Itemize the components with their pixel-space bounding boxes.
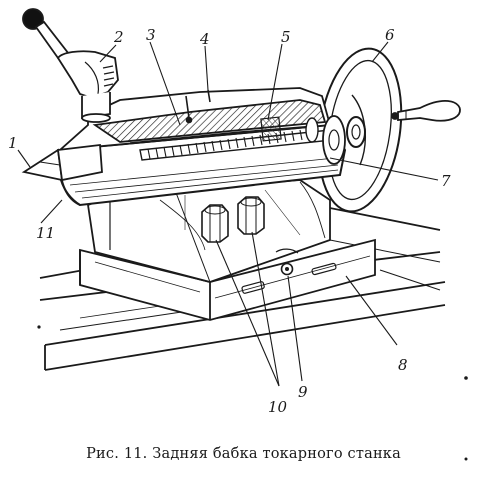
- lead-screw: [139, 116, 333, 161]
- part-labels: 1 2 3 4 5 6 7 8 9 10 11: [8, 26, 451, 416]
- label-3: 3: [146, 26, 156, 44]
- clamp-nuts: [201, 196, 265, 243]
- clamp-handle: [22, 8, 119, 123]
- end-cap: [322, 115, 346, 165]
- label-8: 8: [398, 356, 408, 374]
- handwheel: [317, 47, 403, 213]
- label-11: 11: [36, 224, 55, 242]
- label-6: 6: [385, 26, 395, 44]
- figure-caption: Рис. 11. Задняя бабка токарного станка: [86, 446, 401, 462]
- label-9: 9: [298, 383, 308, 401]
- label-1: 1: [8, 134, 18, 152]
- top-pin: [185, 89, 211, 124]
- housing-section: [57, 87, 332, 152]
- adjusting-screw: [275, 248, 299, 276]
- leader-lines: [17, 41, 439, 387]
- label-10: 10: [268, 398, 288, 416]
- label-7: 7: [441, 172, 451, 190]
- label-2: 2: [113, 28, 124, 46]
- label-4: 4: [199, 30, 210, 48]
- label-5: 5: [281, 28, 291, 46]
- center-point: [21, 143, 103, 182]
- print-specks: [37, 325, 468, 461]
- handwheel-handle: [391, 99, 461, 122]
